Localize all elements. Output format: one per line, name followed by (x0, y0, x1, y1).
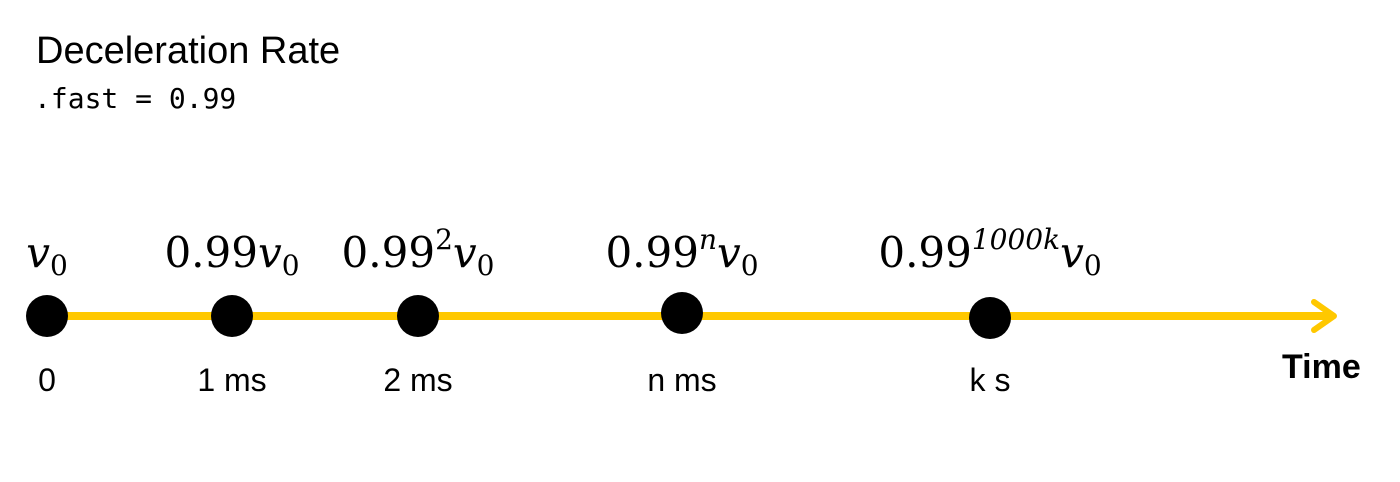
velocity-expression: 0.99v0 (164, 232, 299, 280)
deceleration-code-label: .fast = 0.99 (34, 82, 237, 115)
expression-subscript: 0 (476, 249, 495, 282)
expression-base: 0.99 (878, 228, 972, 277)
velocity-expression: 0.99nv0 (605, 226, 758, 280)
expression-variable: v (717, 228, 741, 277)
timeline-point-dot (26, 295, 68, 337)
time-tick-label: k s (969, 362, 1011, 398)
expression-exponent: n (698, 223, 717, 256)
time-axis-label: Time (1282, 348, 1361, 386)
velocity-expression: 0.991000kv0 (878, 226, 1101, 280)
velocity-expression: v0 (26, 232, 68, 280)
time-tick-label: n ms (647, 362, 717, 398)
expression-variable: v (452, 228, 477, 277)
time-tick-label: 1 ms (197, 362, 267, 398)
velocity-expression: 0.992v0 (342, 226, 495, 280)
expression-exponent: 2 (435, 223, 453, 256)
expression-variable: v (257, 228, 282, 277)
expression-variable: v (26, 228, 50, 277)
expression-base: 0.99 (164, 228, 258, 277)
expression-base: 0.99 (341, 228, 436, 277)
expression-exponent: 1000k (971, 223, 1061, 256)
time-tick-label: 0 (38, 362, 56, 398)
timeline-points (26, 292, 1011, 339)
timeline-point-dot (397, 295, 439, 337)
timeline-point-dot (969, 297, 1011, 339)
expression-base: 0.99 (605, 228, 699, 277)
expression-subscript: 0 (1083, 249, 1102, 282)
expression-variable: v (1060, 228, 1084, 277)
expression-subscript: 0 (49, 249, 68, 282)
expression-subscript: 0 (281, 249, 300, 282)
time-axis-arrowhead (1311, 299, 1337, 333)
expression-subscript: 0 (740, 249, 759, 282)
time-tick-label: 2 ms (383, 362, 453, 398)
timeline-point-dot (661, 292, 703, 334)
diagram-title: Deceleration Rate (36, 30, 341, 72)
timeline-point-dot (211, 295, 253, 337)
